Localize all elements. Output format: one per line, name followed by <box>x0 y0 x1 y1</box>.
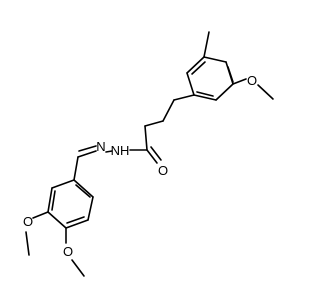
double-bond-inner <box>51 190 56 211</box>
methoxy-methyl-bond <box>25 231 30 256</box>
bond <box>193 94 217 101</box>
oxygen-label-methoxy-top: O <box>247 73 257 88</box>
aryl-bond <box>73 156 79 181</box>
methoxy-bond <box>32 211 49 219</box>
double-bond-inner <box>196 91 214 97</box>
bond <box>47 211 67 229</box>
double-bond-inner <box>191 61 206 75</box>
chain-bond <box>144 125 148 151</box>
bond <box>215 83 234 101</box>
bond <box>51 179 75 189</box>
imine-bond-2 <box>78 145 97 152</box>
nh-label: NH <box>111 143 130 158</box>
chain-bond <box>144 120 164 127</box>
nitrogen-label-imine: N <box>96 139 105 154</box>
carbonyl-bond <box>146 149 158 164</box>
bond <box>203 56 227 63</box>
bond <box>87 196 94 221</box>
chain-bond <box>173 94 195 101</box>
double-bond-inner <box>227 66 234 83</box>
oxygen-label-methoxy-3: O <box>23 214 33 229</box>
methoxy-methyl-bond <box>71 259 85 277</box>
bond <box>73 179 94 198</box>
bond <box>186 56 205 74</box>
oxygen-label-carbonyl: O <box>158 163 168 178</box>
bond <box>186 72 195 96</box>
imine-bond <box>77 150 97 158</box>
double-bond-inner <box>75 184 91 198</box>
double-bond-inner <box>66 216 85 224</box>
molecule-structure: O O NH N O O <box>23 31 274 277</box>
methyl-bond <box>203 31 210 58</box>
carbonyl-bond-2 <box>150 146 162 161</box>
methoxy-methyl-bond <box>257 84 274 100</box>
lower-benzene-ring <box>47 179 94 229</box>
bond <box>47 187 53 213</box>
nn-bond <box>105 150 113 153</box>
upper-benzene-ring <box>186 56 234 101</box>
bond <box>65 219 89 229</box>
chain-bond <box>162 99 175 122</box>
methoxy-bond <box>232 78 247 85</box>
oxygen-label-methoxy-4: O <box>63 244 73 259</box>
